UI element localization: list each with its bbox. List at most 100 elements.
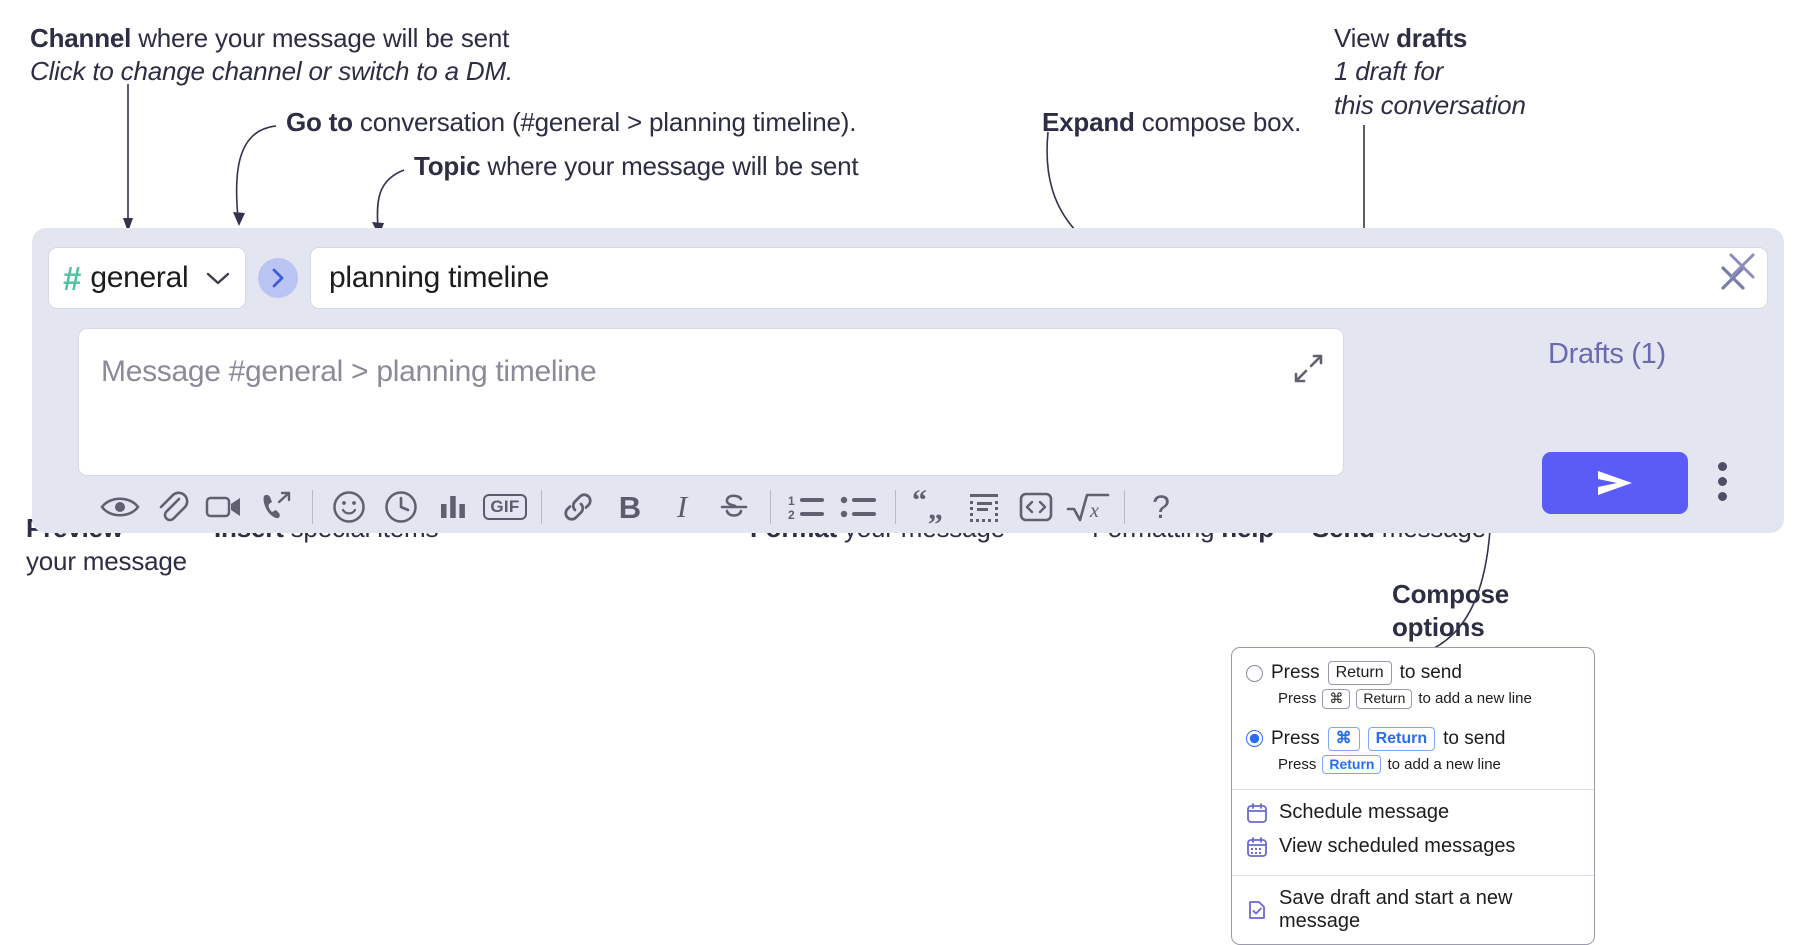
drafts-link[interactable]: Drafts (1) bbox=[1548, 338, 1666, 370]
annotation-drafts: View drafts 1 draft for this conversatio… bbox=[1334, 22, 1526, 122]
key-return: Return bbox=[1367, 726, 1436, 751]
menu-option-cmd-return-to-send[interactable]: Press ⌘ Return to send bbox=[1232, 718, 1594, 753]
schedule-clock-icon[interactable] bbox=[375, 484, 427, 530]
menu-option-cmd-sub-press: Press bbox=[1278, 755, 1317, 773]
chevron-down-icon bbox=[205, 270, 231, 286]
topic-value: planning timeline bbox=[329, 261, 550, 294]
bold-label: B bbox=[618, 489, 642, 525]
go-to-conversation-button[interactable] bbox=[258, 258, 298, 298]
compose-header-row: # general planning timeline bbox=[48, 246, 1768, 310]
gif-label: GIF bbox=[483, 494, 527, 520]
send-button[interactable] bbox=[1542, 452, 1688, 514]
close-panel-button[interactable] bbox=[1722, 246, 1762, 286]
save-draft-icon bbox=[1246, 899, 1268, 921]
math-icon[interactable]: x bbox=[1062, 484, 1114, 530]
divider-1 bbox=[312, 490, 313, 524]
annotation-goto-rest: conversation (#general > planning timeli… bbox=[352, 107, 857, 137]
formatting-toolbar: GIF B I 1 2 bbox=[78, 476, 1344, 538]
channel-select-button[interactable]: # general bbox=[48, 247, 246, 309]
annotation-expand-bold: Expand bbox=[1042, 107, 1135, 137]
ordered-list-icon[interactable]: 1 2 bbox=[781, 484, 833, 530]
svg-text:x: x bbox=[1089, 500, 1099, 522]
annotation-channel-rest: where your message will be sent bbox=[131, 23, 510, 53]
svg-text:1: 1 bbox=[788, 494, 795, 508]
kebab-dot bbox=[1718, 462, 1727, 471]
annotation-expand-rest: compose box. bbox=[1134, 107, 1302, 137]
key-return: Return bbox=[1322, 754, 1382, 774]
topic-input[interactable]: planning timeline bbox=[310, 247, 1768, 309]
chevron-right-icon bbox=[272, 268, 284, 288]
help-label: ? bbox=[1152, 488, 1170, 525]
key-return: Return bbox=[1356, 689, 1413, 709]
annotation-topic-bold: Topic bbox=[414, 151, 481, 181]
help-icon[interactable]: ? bbox=[1135, 484, 1187, 530]
menu-divider bbox=[1232, 789, 1594, 790]
strikethrough-icon[interactable] bbox=[708, 484, 760, 530]
kebab-dot bbox=[1718, 492, 1727, 501]
annotation-drafts-bold: drafts bbox=[1396, 23, 1468, 53]
message-placeholder: Message #general > planning timeline bbox=[101, 355, 597, 388]
annotation-goto-bold: Go to bbox=[286, 107, 353, 137]
annotation-expand: Expand compose box. bbox=[1042, 106, 1301, 139]
menu-item-label: View scheduled messages bbox=[1279, 835, 1516, 857]
annotation-drafts-italic2: this conversation bbox=[1334, 89, 1526, 120]
menu-item-label: Save draft and start a new message bbox=[1279, 887, 1513, 932]
svg-text:“: “ bbox=[912, 484, 927, 517]
kebab-dot bbox=[1718, 477, 1727, 486]
key-return: Return bbox=[1327, 661, 1392, 685]
menu-option-return-sub-press: Press bbox=[1278, 690, 1317, 708]
key-command: ⌘ bbox=[1322, 689, 1351, 709]
annotation-topic-rest: where your message will be sent bbox=[480, 151, 859, 181]
code-block-icon[interactable] bbox=[958, 484, 1010, 530]
code-icon[interactable] bbox=[1010, 484, 1062, 530]
attachment-icon[interactable] bbox=[146, 484, 198, 530]
emoji-icon[interactable] bbox=[323, 484, 375, 530]
annotation-preview-rest: your message bbox=[26, 546, 187, 577]
italic-label: I bbox=[676, 489, 688, 524]
menu-option-return-sub: Press ⌘ Return to add a new line bbox=[1232, 687, 1594, 718]
hash-icon: # bbox=[63, 259, 82, 297]
compose-options-button[interactable] bbox=[1718, 462, 1727, 501]
message-input[interactable]: Message #general > planning timeline bbox=[78, 328, 1344, 476]
radio-selected-icon[interactable] bbox=[1246, 730, 1263, 747]
preview-icon[interactable] bbox=[94, 484, 146, 530]
gif-icon[interactable]: GIF bbox=[479, 484, 531, 530]
send-arrow-icon bbox=[1598, 471, 1632, 495]
menu-divider bbox=[1232, 875, 1594, 876]
menu-option-cmd-sub: Press Return to add a new line bbox=[1232, 753, 1594, 784]
close-icon[interactable] bbox=[1715, 260, 1751, 296]
menu-option-return-sub-rest: to add a new line bbox=[1418, 690, 1532, 708]
radio-unselected-icon[interactable] bbox=[1246, 664, 1263, 682]
annotation-goto: Go to conversation (#general > planning … bbox=[286, 106, 856, 139]
menu-option-return-press: Press bbox=[1271, 662, 1320, 683]
menu-option-return-to-send[interactable]: Press Return to send bbox=[1232, 648, 1594, 687]
blockquote-icon[interactable]: “ „ bbox=[906, 484, 958, 530]
bulleted-list-icon[interactable] bbox=[833, 484, 885, 530]
compose-options-menu: Press Return to send Press ⌘ Return to a… bbox=[1231, 647, 1595, 945]
divider-5 bbox=[1124, 490, 1125, 524]
poll-icon[interactable] bbox=[427, 484, 479, 530]
channel-name-label: general bbox=[90, 261, 189, 294]
annotation-drafts-lead: View bbox=[1334, 23, 1397, 53]
audio-clip-icon[interactable] bbox=[250, 484, 302, 530]
annotation-compose-options-bold1: Compose bbox=[1392, 579, 1510, 609]
key-command: ⌘ bbox=[1327, 726, 1360, 751]
menu-option-cmd-tosend: to send bbox=[1443, 727, 1506, 749]
menu-item-view-scheduled-messages[interactable]: View scheduled messages bbox=[1232, 835, 1594, 869]
bold-icon[interactable]: B bbox=[604, 484, 656, 530]
annotation-drafts-italic1: 1 draft for bbox=[1334, 56, 1444, 87]
menu-option-cmd-sub-rest: to add a new line bbox=[1387, 755, 1501, 773]
menu-item-schedule-message[interactable]: Schedule message bbox=[1232, 790, 1594, 835]
svg-text:2: 2 bbox=[788, 508, 795, 522]
calendar-icon bbox=[1246, 802, 1268, 824]
video-icon[interactable] bbox=[198, 484, 250, 530]
italic-icon[interactable]: I bbox=[656, 484, 708, 530]
annotation-channel-bold: Channel bbox=[30, 23, 132, 53]
expand-icon[interactable] bbox=[1293, 353, 1325, 385]
annotation-channel: Channel where your message will be sent … bbox=[30, 22, 513, 89]
menu-item-save-draft[interactable]: Save draft and start a new message bbox=[1232, 876, 1594, 944]
link-icon[interactable] bbox=[552, 484, 604, 530]
divider-3 bbox=[770, 490, 771, 524]
annotation-compose-options-bold2: options bbox=[1392, 612, 1485, 643]
menu-option-return-tosend: to send bbox=[1399, 662, 1462, 683]
